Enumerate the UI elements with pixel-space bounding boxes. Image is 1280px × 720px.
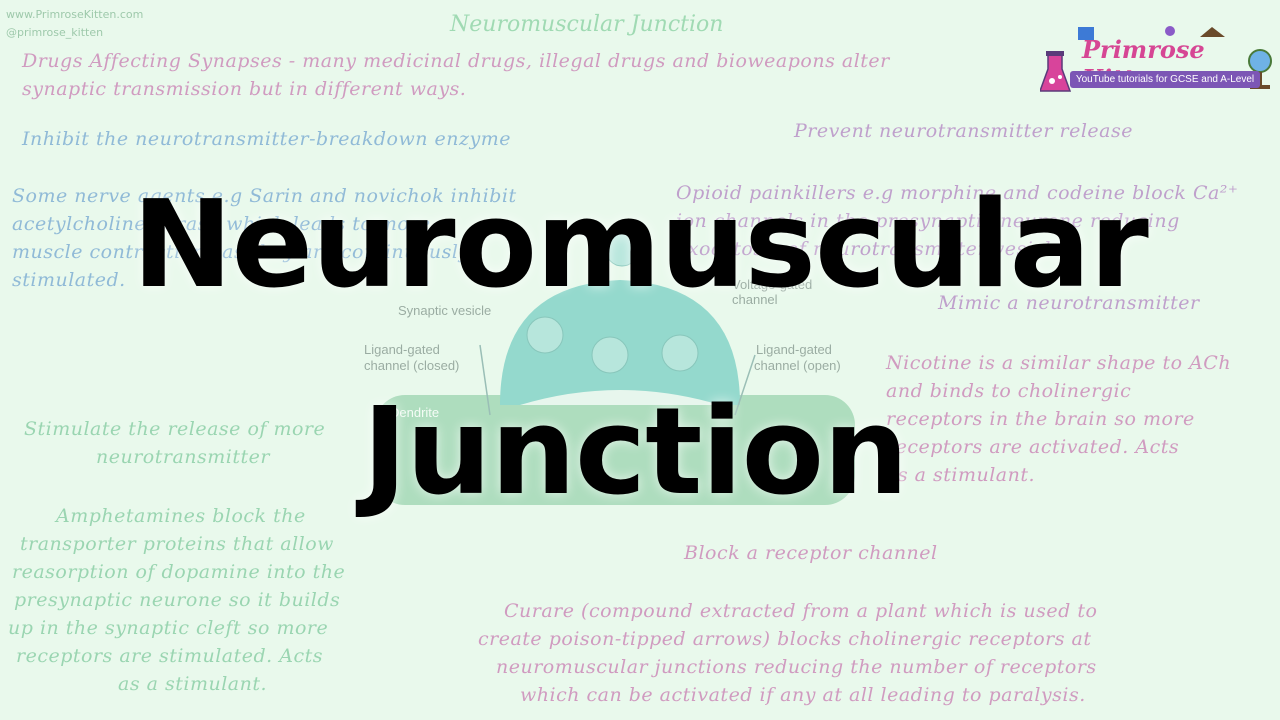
inhibit-line-1: Some nerve agents e.g Sarin and novichok… — [12, 185, 517, 207]
label-closed-2: channel (closed) — [364, 358, 460, 373]
mimic-line-2: and binds to cholinergic — [886, 380, 1132, 402]
label-dendrite: Dendrite — [390, 405, 440, 420]
stimulate-line-7: as a stimulant. — [118, 673, 268, 695]
inhibit-line-2: acetylcholinesterase which leads to more — [12, 213, 431, 235]
flask-icon — [1040, 54, 1072, 92]
stimulate-line-1: Amphetamines block the — [56, 505, 306, 527]
label-synaptic-vesicle: Synaptic vesicle — [398, 303, 492, 318]
dendrite-shape — [375, 395, 855, 505]
label-voltage-gated-2: channel — [732, 292, 778, 307]
prevent-line-2: ion channels in the presynaptic neurone … — [676, 210, 1180, 232]
logo-graphics — [1040, 26, 1272, 92]
synaptic-cleft — [520, 390, 720, 405]
vesicle-2 — [591, 336, 629, 374]
synapse-diagram: Synaptic vesicle Voltage-gated channel L… — [360, 225, 880, 545]
synapse-illustration — [375, 233, 855, 505]
open-channel-pointer — [734, 354, 756, 416]
stimulate-line-5: up in the synaptic cleft so more — [8, 617, 329, 639]
primrose-kitten-logo: Primrose Kitten YouTube tutorials for GC… — [1040, 25, 1275, 97]
mimic-line-1: Nicotine is a similar shape to ACh — [886, 352, 1232, 374]
website-credit: www.PrimroseKitten.com — [6, 8, 144, 21]
vesicle-4 — [605, 233, 639, 267]
stimulate-line-2: transporter proteins that allow — [20, 533, 334, 555]
mimic-line-5: as a stimulant. — [886, 464, 1036, 486]
block-line-4: which can be activated if any at all lea… — [520, 684, 1086, 706]
title-line-1: Neuromuscular — [132, 176, 1149, 315]
inhibit-line-3: muscle contractions as they are continuo… — [12, 241, 470, 263]
book-icon — [1078, 27, 1094, 40]
ruler-icon — [1200, 27, 1225, 37]
stimulate-line-4: presynaptic neurone so it builds — [14, 589, 341, 611]
title-line-2: Junction — [362, 383, 908, 522]
block-heading: Block a receptor channel — [684, 542, 938, 564]
vesicle-3 — [661, 334, 699, 372]
stimulate-heading-1: Stimulate the release of more — [24, 418, 326, 440]
mimic-line-3: receptors in the brain so more — [886, 408, 1195, 430]
handle-credit: @primrose_kitten — [6, 26, 104, 39]
stimulate-line-3: reasorption of dopamine into the — [12, 561, 346, 583]
prevent-line-1: Opioid painkillers e.g morphine and code… — [676, 182, 1239, 204]
stimulate-heading-2: neurotransmitter — [96, 446, 270, 468]
inhibit-line-4: stimulated. — [12, 269, 126, 291]
intro-line-1: Drugs Affecting Synapses - many medicina… — [22, 50, 890, 72]
prevent-heading: Prevent neurotransmitter release — [794, 120, 1133, 142]
label-open-1: Ligand-gated — [756, 342, 832, 357]
block-line-3: neuromuscular junctions reducing the num… — [496, 656, 1097, 678]
inhibit-heading: Inhibit the neurotransmitter-breakdown e… — [22, 128, 511, 150]
closed-channel-pointer — [479, 344, 491, 416]
intro-line-2: synaptic transmission but in different w… — [22, 78, 467, 100]
label-closed-1: Ligand-gated — [364, 342, 440, 357]
label-open-2: channel (open) — [754, 358, 841, 373]
mimic-line-4: receptors are activated. Acts — [886, 436, 1180, 458]
block-line-1: Curare (compound extracted from a plant … — [504, 600, 1098, 622]
vesicle-1 — [526, 316, 564, 354]
mimic-heading: Mimic a neurotransmitter — [938, 292, 1200, 314]
label-voltage-gated-1: Voltage-gated — [732, 277, 813, 292]
logo-tagline: YouTube tutorials for GCSE and A-Level — [1070, 71, 1260, 88]
paw-icon — [1165, 26, 1175, 36]
stimulate-line-6: receptors are stimulated. Acts — [16, 645, 324, 667]
notes-heading: Neuromuscular Junction — [450, 12, 724, 37]
prevent-line-3: exocytosis of neurotransmitter vesicles. — [676, 238, 1080, 260]
block-line-2: create poison-tipped arrows) blocks chol… — [478, 628, 1092, 650]
